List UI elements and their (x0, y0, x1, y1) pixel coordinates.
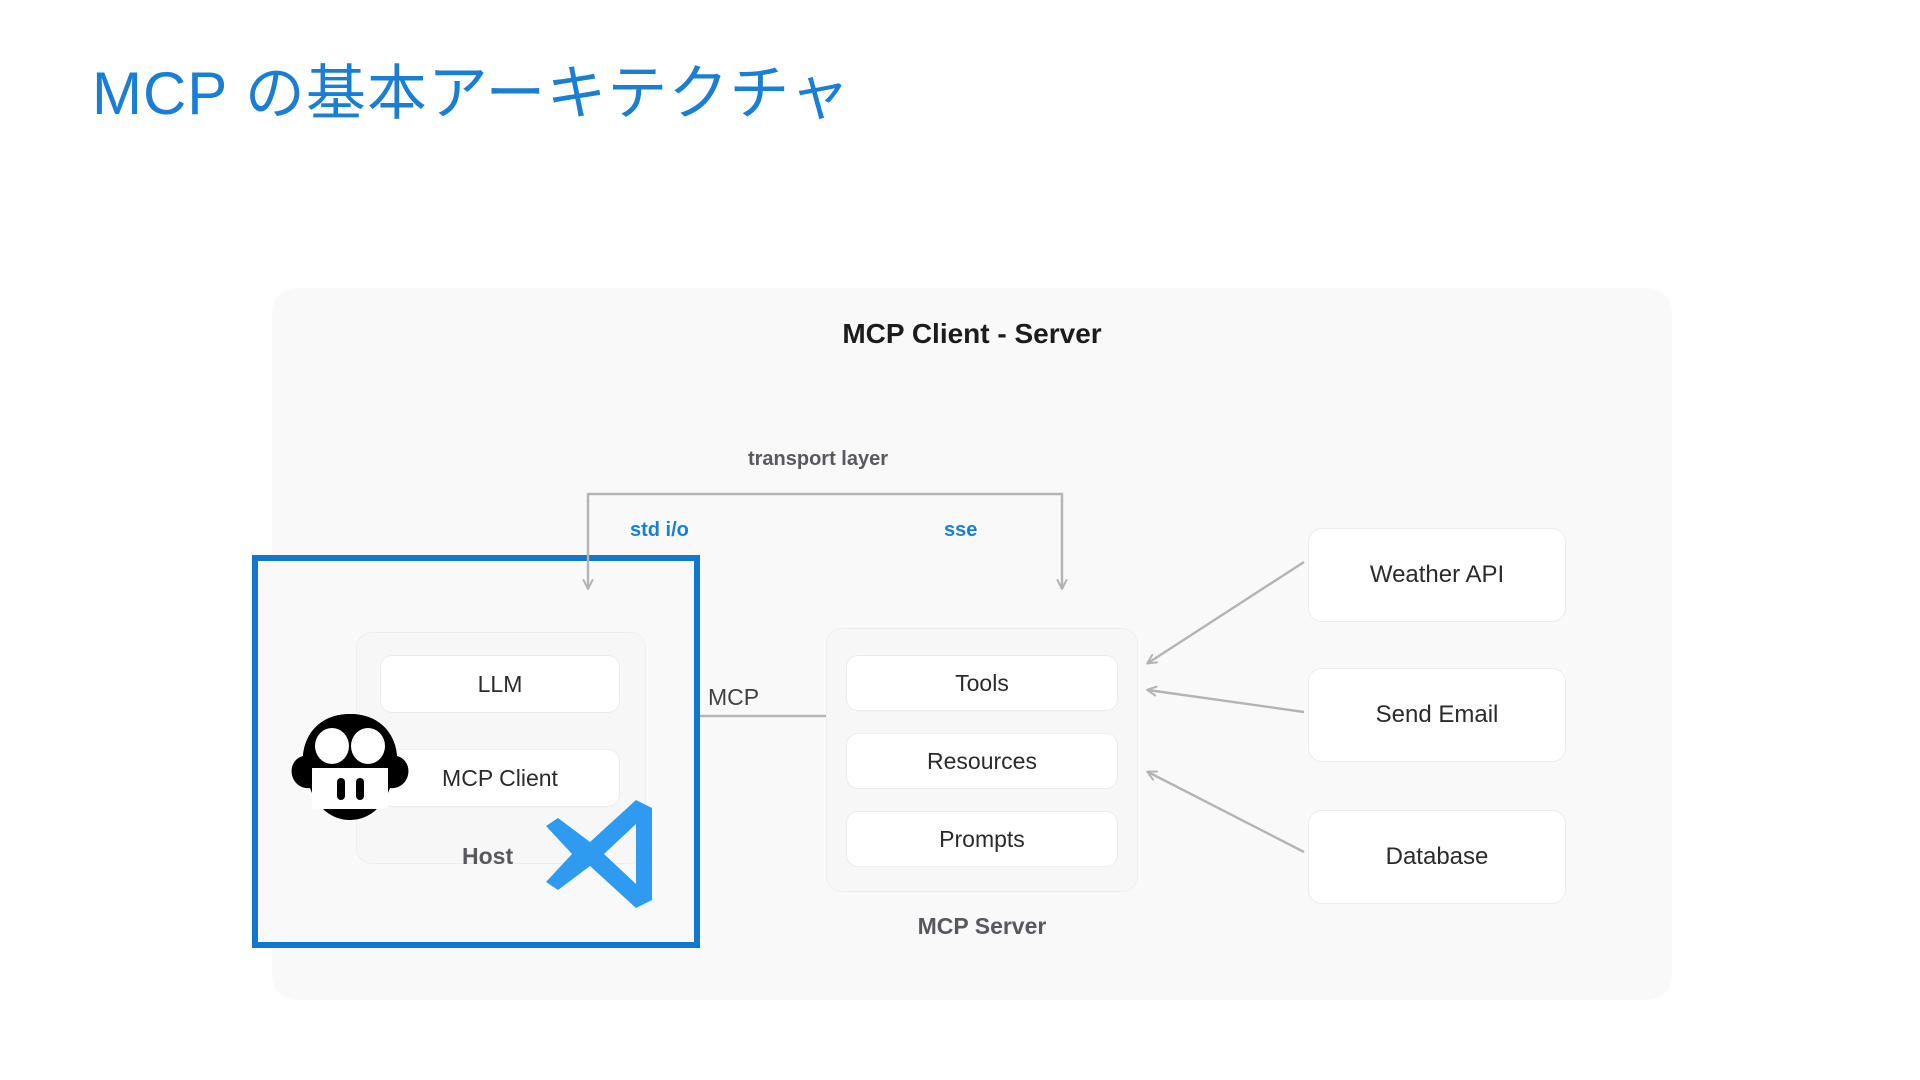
vscode-icon (546, 800, 652, 908)
host-box-llm[interactable]: LLM (380, 655, 620, 713)
service-weather-api[interactable]: Weather API (1308, 528, 1566, 622)
transport-stdio-label: std i/o (630, 519, 689, 541)
service-database[interactable]: Database (1308, 810, 1566, 904)
mcp-server-label: MCP Server (917, 913, 1047, 939)
host-label: Host (462, 843, 514, 869)
service-send-email[interactable]: Send Email (1308, 668, 1566, 762)
server-capability-resources[interactable]: Resources (846, 733, 1118, 789)
server-capability-tools[interactable]: Tools (846, 655, 1118, 711)
claude-icon (291, 714, 409, 820)
mcp-protocol-label: MCP (708, 684, 760, 710)
transport-layer-label: transport layer (747, 448, 889, 470)
host-box-mcp-client[interactable]: MCP Client (380, 749, 620, 807)
page-title: MCP の基本アーキテクチャ (92, 60, 851, 127)
diagram-title: MCP Client - Server (842, 318, 1102, 349)
server-capability-prompts[interactable]: Prompts (846, 811, 1118, 867)
transport-sse-label: sse (944, 519, 978, 541)
